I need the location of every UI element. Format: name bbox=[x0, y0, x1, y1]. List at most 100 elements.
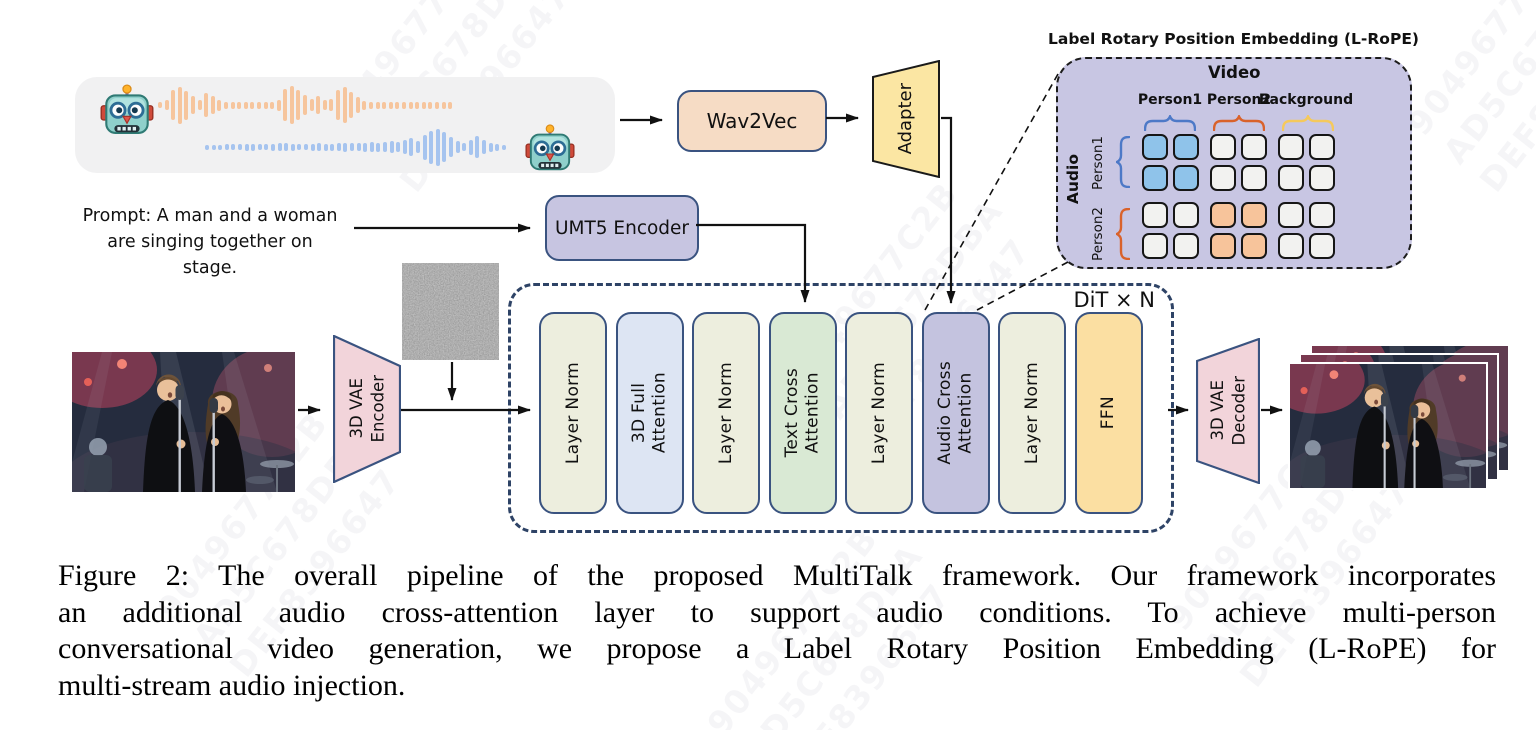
caption-line: Figure 2: The overall pipeline of the pr… bbox=[58, 559, 1496, 592]
waveform-bar bbox=[224, 144, 229, 150]
waveform-bar bbox=[409, 138, 414, 156]
waveform-bar bbox=[475, 136, 480, 158]
wav2vec-label: Wav2Vec bbox=[706, 109, 798, 133]
waveform-bar bbox=[217, 99, 222, 111]
lrope-col-person2: Person2 bbox=[1206, 92, 1272, 108]
waveform-bar bbox=[343, 142, 348, 152]
waveform-bar bbox=[441, 101, 446, 109]
dit-blocks: Layer Norm 3D Full Attention Layer Norm Tex… bbox=[531, 312, 1151, 514]
lrope-grid-cell bbox=[1210, 134, 1236, 160]
dit-block-3d-full-attention: 3D Full Attention bbox=[615, 312, 684, 514]
lrope-title: Label Rotary Position Embedding (L-RoPE) bbox=[1048, 30, 1419, 48]
waveform-bar bbox=[323, 143, 328, 151]
waveform-bar bbox=[401, 101, 406, 109]
vae-decoder-label: 3D VAE Decoder bbox=[1207, 376, 1248, 446]
waveform-bar bbox=[290, 143, 295, 151]
waveform-blue bbox=[205, 127, 506, 167]
waveform-bar bbox=[421, 101, 426, 109]
dit-block-label: Layer Norm bbox=[563, 361, 584, 465]
waveform-bar bbox=[369, 142, 374, 152]
waveform-bar bbox=[468, 139, 473, 155]
waveform-bar bbox=[356, 143, 361, 151]
vae-encoder-box: 3D VAE Encoder bbox=[332, 334, 402, 484]
waveform-bar bbox=[303, 95, 308, 115]
lrope-grid-cell bbox=[1241, 134, 1267, 160]
waveform-bar bbox=[256, 101, 261, 109]
waveform-bar bbox=[158, 102, 162, 108]
dit-block-layer-norm: Layer Norm bbox=[539, 312, 608, 514]
caption-line: an additional audio cross-attention laye… bbox=[58, 595, 1496, 629]
caption-line: multi-stream audio injection. bbox=[58, 668, 406, 702]
brace-audio-person1 bbox=[1116, 136, 1130, 188]
waveform-bar bbox=[442, 132, 447, 162]
waveform-bar bbox=[336, 143, 341, 151]
lrope-grid-cell bbox=[1173, 165, 1199, 191]
waveform-bar bbox=[481, 140, 486, 154]
waveform-bar bbox=[284, 143, 289, 151]
waveform-bar bbox=[197, 100, 202, 110]
dit-block-layer-norm: Layer Norm bbox=[845, 312, 914, 514]
dit-block-label: Text Cross Attention bbox=[782, 368, 823, 458]
waveform-bar bbox=[231, 144, 236, 150]
lrope-grid-cell bbox=[1142, 233, 1168, 259]
lrope-grid-cell bbox=[1309, 134, 1335, 160]
waveform-bar bbox=[251, 143, 256, 151]
waveform-bar bbox=[257, 144, 262, 150]
waveform-bar bbox=[296, 90, 301, 120]
lrope-grid-cell bbox=[1173, 233, 1199, 259]
waveform-bar bbox=[303, 144, 308, 150]
input-reference-image bbox=[72, 352, 295, 492]
waveform-bar bbox=[355, 97, 360, 113]
lrope-grid-cell bbox=[1278, 202, 1304, 228]
waveform-bar bbox=[270, 101, 275, 109]
prompt-line: Prompt: A man and a woman bbox=[82, 206, 338, 226]
waveform-bar bbox=[342, 87, 347, 123]
waveform-bar bbox=[363, 142, 368, 152]
waveform-bar bbox=[204, 93, 209, 117]
waveform-bar bbox=[177, 86, 182, 124]
dit-block-label: Audio Cross Attention bbox=[935, 361, 976, 465]
lrope-col-person1: Person1 bbox=[1137, 92, 1203, 108]
waveform-bar bbox=[310, 143, 315, 151]
dit-block-label: FFN bbox=[1098, 396, 1119, 430]
waveform-bar bbox=[455, 141, 460, 153]
lrope-grid bbox=[1142, 134, 1335, 259]
dit-block-ffn: FFN bbox=[1074, 312, 1143, 514]
waveform-bar bbox=[210, 96, 215, 114]
lrope-grid-cell bbox=[1241, 165, 1267, 191]
lrope-grid-cell bbox=[1142, 165, 1168, 191]
waveform-bar bbox=[382, 101, 387, 109]
waveform-bar bbox=[289, 86, 294, 124]
waveform-bar bbox=[369, 101, 373, 109]
lrope-grid-cell bbox=[1210, 233, 1236, 259]
waveform-bar bbox=[263, 101, 268, 109]
waveform-bar bbox=[349, 92, 354, 118]
waveform-bar bbox=[244, 143, 249, 151]
waveform-bar bbox=[330, 143, 335, 151]
waveform-bar bbox=[383, 142, 388, 152]
caption-line: conversational video generation, we prop… bbox=[58, 632, 1496, 666]
waveform-bar bbox=[435, 128, 440, 166]
waveform-bar bbox=[317, 143, 322, 151]
waveform-bar bbox=[488, 142, 493, 152]
lrope-grid-cell bbox=[1173, 134, 1199, 160]
lrope-col-background: Background bbox=[1258, 92, 1354, 108]
waveform-bar bbox=[448, 101, 453, 109]
waveform-bar bbox=[190, 96, 195, 114]
lrope-grid-cell bbox=[1278, 165, 1304, 191]
dit-block-label: Layer Norm bbox=[1021, 361, 1042, 465]
waveform-bar bbox=[329, 99, 334, 111]
dit-block-audio-cross-attention: Audio Cross Attention bbox=[921, 312, 990, 514]
waveform-bar bbox=[448, 137, 453, 157]
waveform-bar bbox=[362, 100, 367, 110]
lrope-row-person1: Person1 bbox=[1090, 136, 1106, 190]
lrope-grid-cell bbox=[1309, 233, 1335, 259]
waveform-bar bbox=[218, 144, 223, 150]
waveform-bar bbox=[375, 101, 380, 109]
waveform-bar bbox=[164, 100, 169, 110]
lrope-panel: Video Person1 Person2 Background Audio P… bbox=[1056, 57, 1412, 269]
waveform-bar bbox=[230, 101, 235, 109]
waveform-bar bbox=[495, 143, 500, 151]
waveform-bar bbox=[322, 100, 327, 110]
